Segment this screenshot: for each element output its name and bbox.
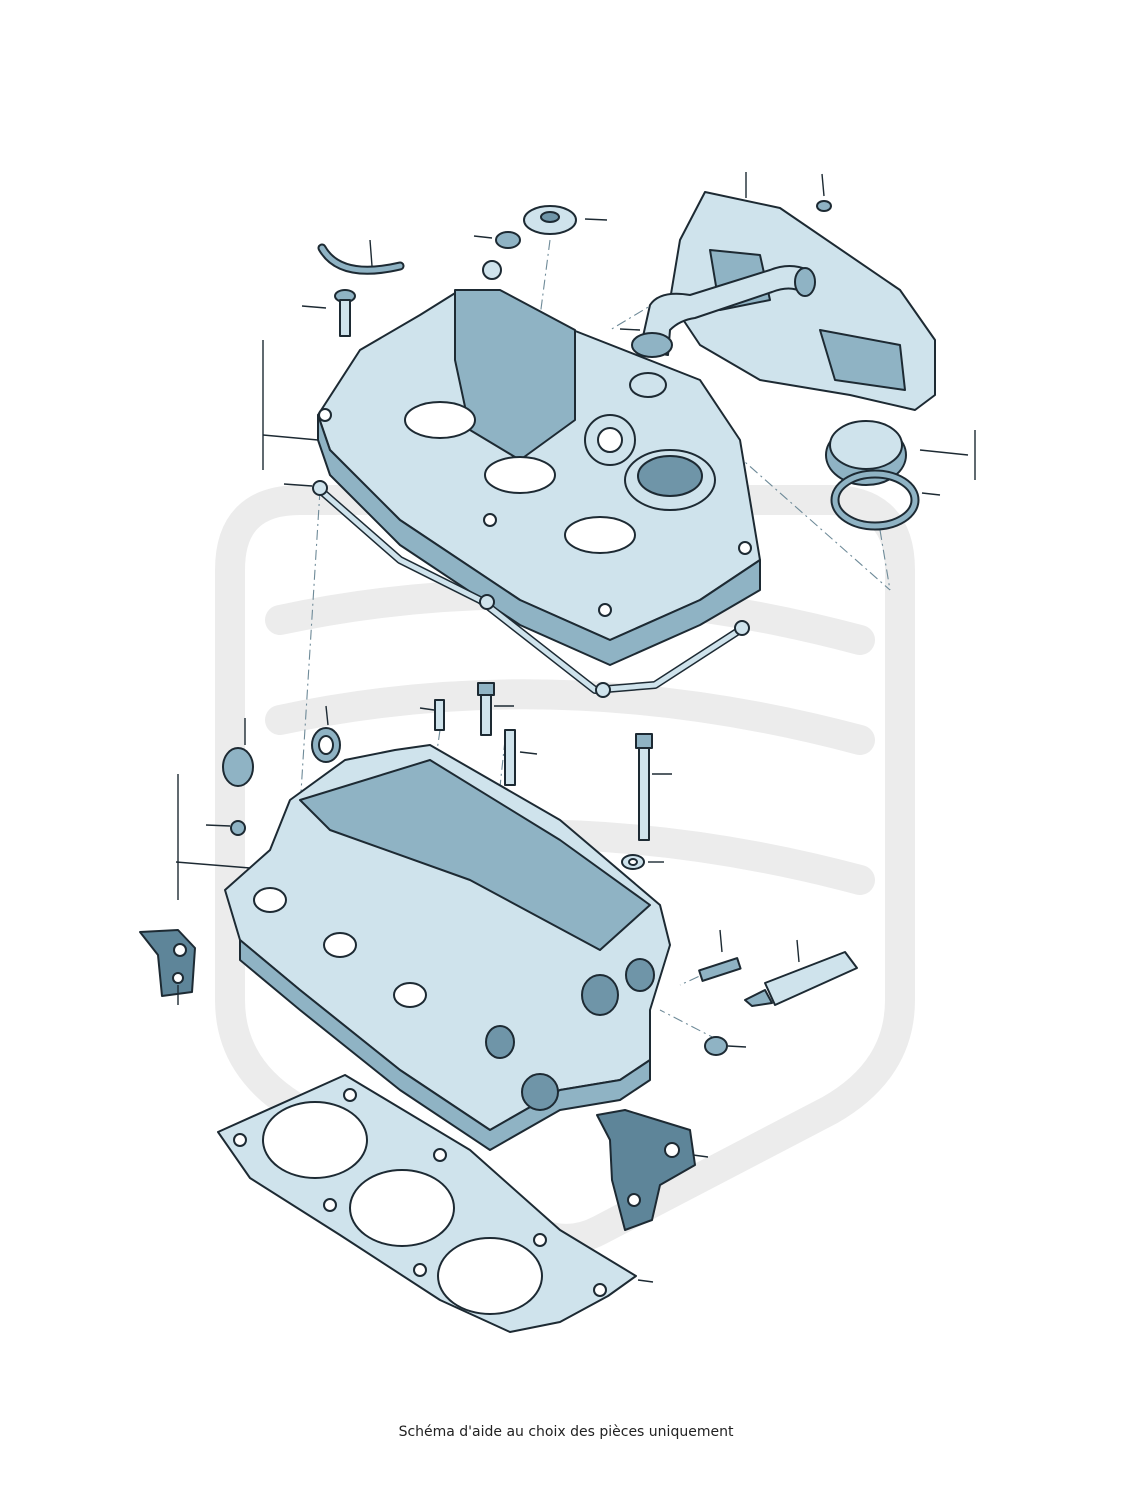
cylinder-head-gasket[interactable] [217, 1074, 637, 1333]
heat-shield-screw[interactable] [816, 200, 832, 212]
sealing-plug[interactable] [222, 747, 254, 787]
breather-hose[interactable] [631, 265, 816, 358]
lifting-eye-left[interactable] [139, 929, 196, 997]
oil-filler-cap[interactable] [825, 420, 907, 486]
cover-gasket[interactable] [312, 480, 750, 698]
cylinder-head-cover[interactable] [317, 260, 761, 666]
guide-pin[interactable] [434, 699, 445, 731]
stud[interactable] [504, 729, 516, 786]
cylinder-head-bolt[interactable] [635, 733, 653, 841]
cylinder-head[interactable] [224, 744, 671, 1151]
o-ring[interactable] [830, 469, 920, 531]
diagram-caption: Schéma d'aide au choix des pièces unique… [398, 1424, 734, 1440]
callout-lines [175, 172, 976, 1283]
stud-bolt[interactable] [334, 289, 356, 337]
vent-hose-clip[interactable] [317, 243, 405, 275]
breather-flange[interactable] [523, 205, 577, 235]
plug-screw[interactable] [704, 1036, 728, 1056]
shaft-seal[interactable] [311, 727, 341, 763]
oil-filler-cap-seal[interactable] [495, 231, 521, 249]
hex-bolt[interactable] [477, 682, 495, 736]
sealant-tube[interactable] [744, 951, 858, 1007]
threaded-pin[interactable] [698, 957, 742, 982]
washer[interactable] [621, 854, 645, 870]
small-seal[interactable] [230, 820, 246, 836]
exploded-parts-diagram [139, 172, 976, 1333]
lifting-eye-right[interactable] [596, 1109, 696, 1231]
